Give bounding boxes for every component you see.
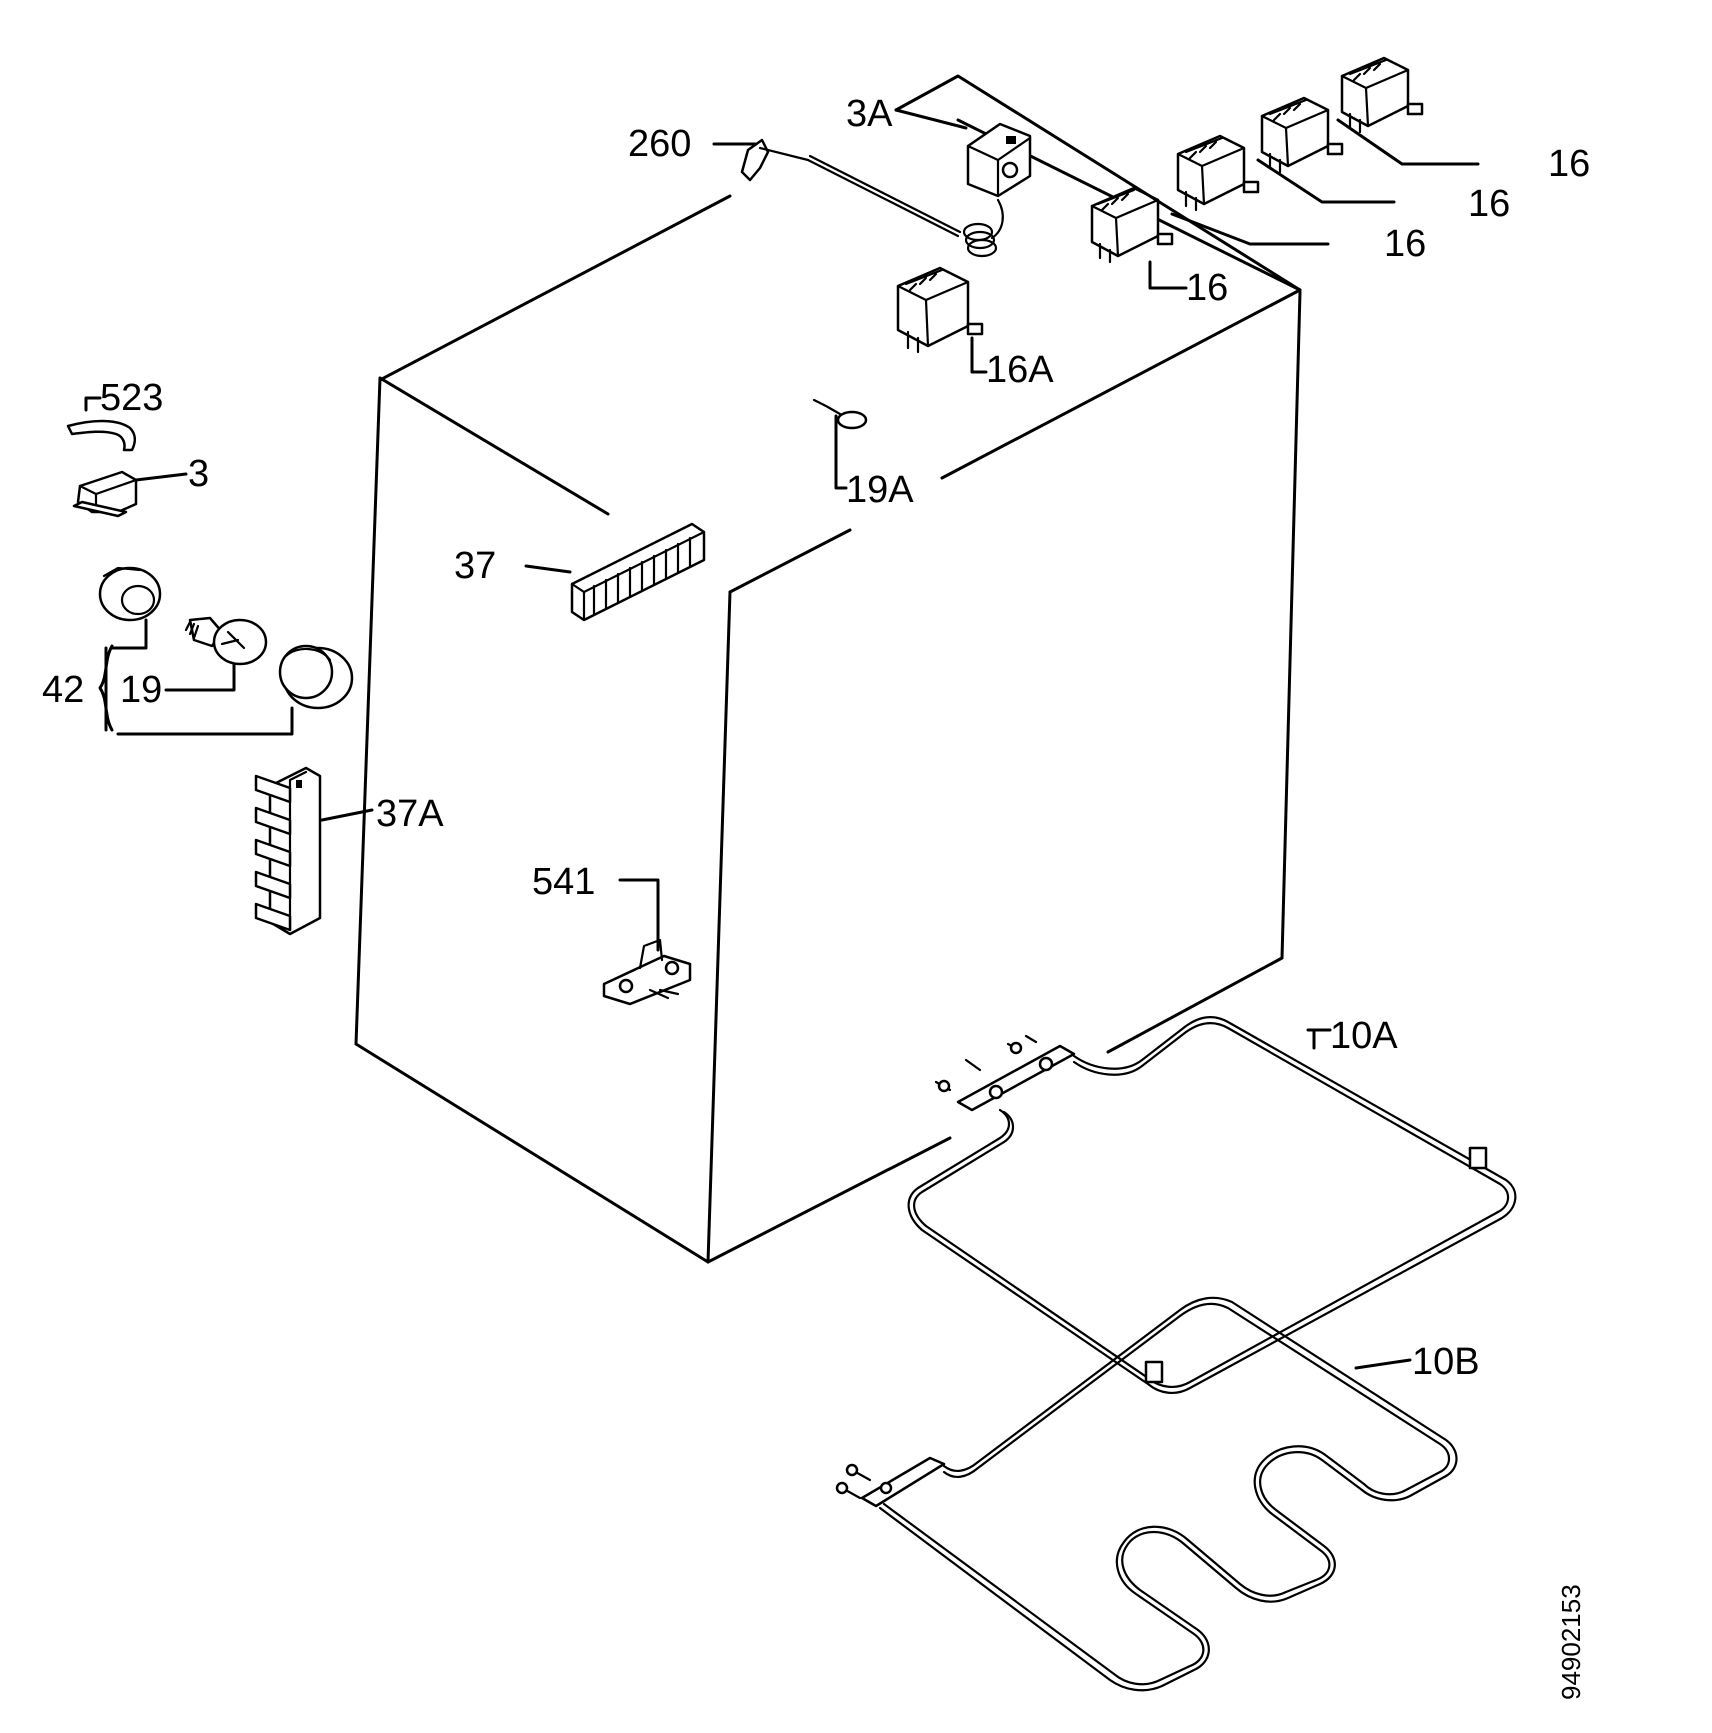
label-16A: 16A bbox=[986, 349, 1054, 391]
label-16-d: 16 bbox=[1186, 267, 1228, 309]
label-16-a: 16 bbox=[1548, 143, 1590, 185]
label-10B: 10B bbox=[1412, 1341, 1480, 1383]
part-3A-thermostat bbox=[962, 122, 1032, 258]
label-541: 541 bbox=[532, 861, 595, 903]
drawing-code: 94902153 bbox=[1556, 1584, 1586, 1700]
part-16-switch-1 bbox=[1090, 186, 1174, 264]
part-19A-indicator-lamp bbox=[812, 398, 868, 430]
part-16-switch-2 bbox=[1176, 134, 1260, 212]
part-10A-heating-element bbox=[907, 1016, 1517, 1394]
label-19A: 19A bbox=[846, 469, 914, 511]
lamp-socket bbox=[98, 566, 162, 622]
label-3: 3 bbox=[188, 453, 209, 495]
part-37-terminal-strip bbox=[570, 522, 706, 622]
label-37A: 37A bbox=[376, 793, 444, 835]
part-3-lamp-holder bbox=[72, 470, 138, 518]
label-19: 19 bbox=[120, 669, 162, 711]
part-37A-terminal-block bbox=[254, 766, 322, 936]
label-523: 523 bbox=[100, 377, 163, 419]
part-541-bracket bbox=[602, 938, 692, 1006]
part-labels: 260 3A 16 16 16 16 16A 523 3 19A 37 42 1… bbox=[42, 93, 1590, 1383]
part-16A-switch bbox=[896, 266, 984, 354]
leader-lines bbox=[84, 74, 1480, 1370]
part-42-lamp-assembly bbox=[98, 566, 354, 736]
part-16-switch-3 bbox=[1260, 96, 1344, 174]
label-16-b: 16 bbox=[1468, 183, 1510, 225]
part-10B-heating-element bbox=[835, 1296, 1458, 1692]
lamp-cover-glass bbox=[278, 644, 354, 710]
part-523-clip bbox=[66, 419, 136, 452]
label-10A: 10A bbox=[1330, 1015, 1398, 1057]
label-42: 42 bbox=[42, 669, 84, 711]
part-16-switch-4 bbox=[1340, 56, 1424, 134]
lamp-bulb bbox=[184, 616, 268, 666]
label-37: 37 bbox=[454, 545, 496, 587]
oven-body bbox=[354, 118, 1302, 1264]
label-16-c: 16 bbox=[1384, 223, 1426, 265]
part-260-thermostat-probe bbox=[740, 138, 962, 238]
label-3A: 3A bbox=[846, 93, 893, 135]
label-260: 260 bbox=[628, 123, 691, 165]
